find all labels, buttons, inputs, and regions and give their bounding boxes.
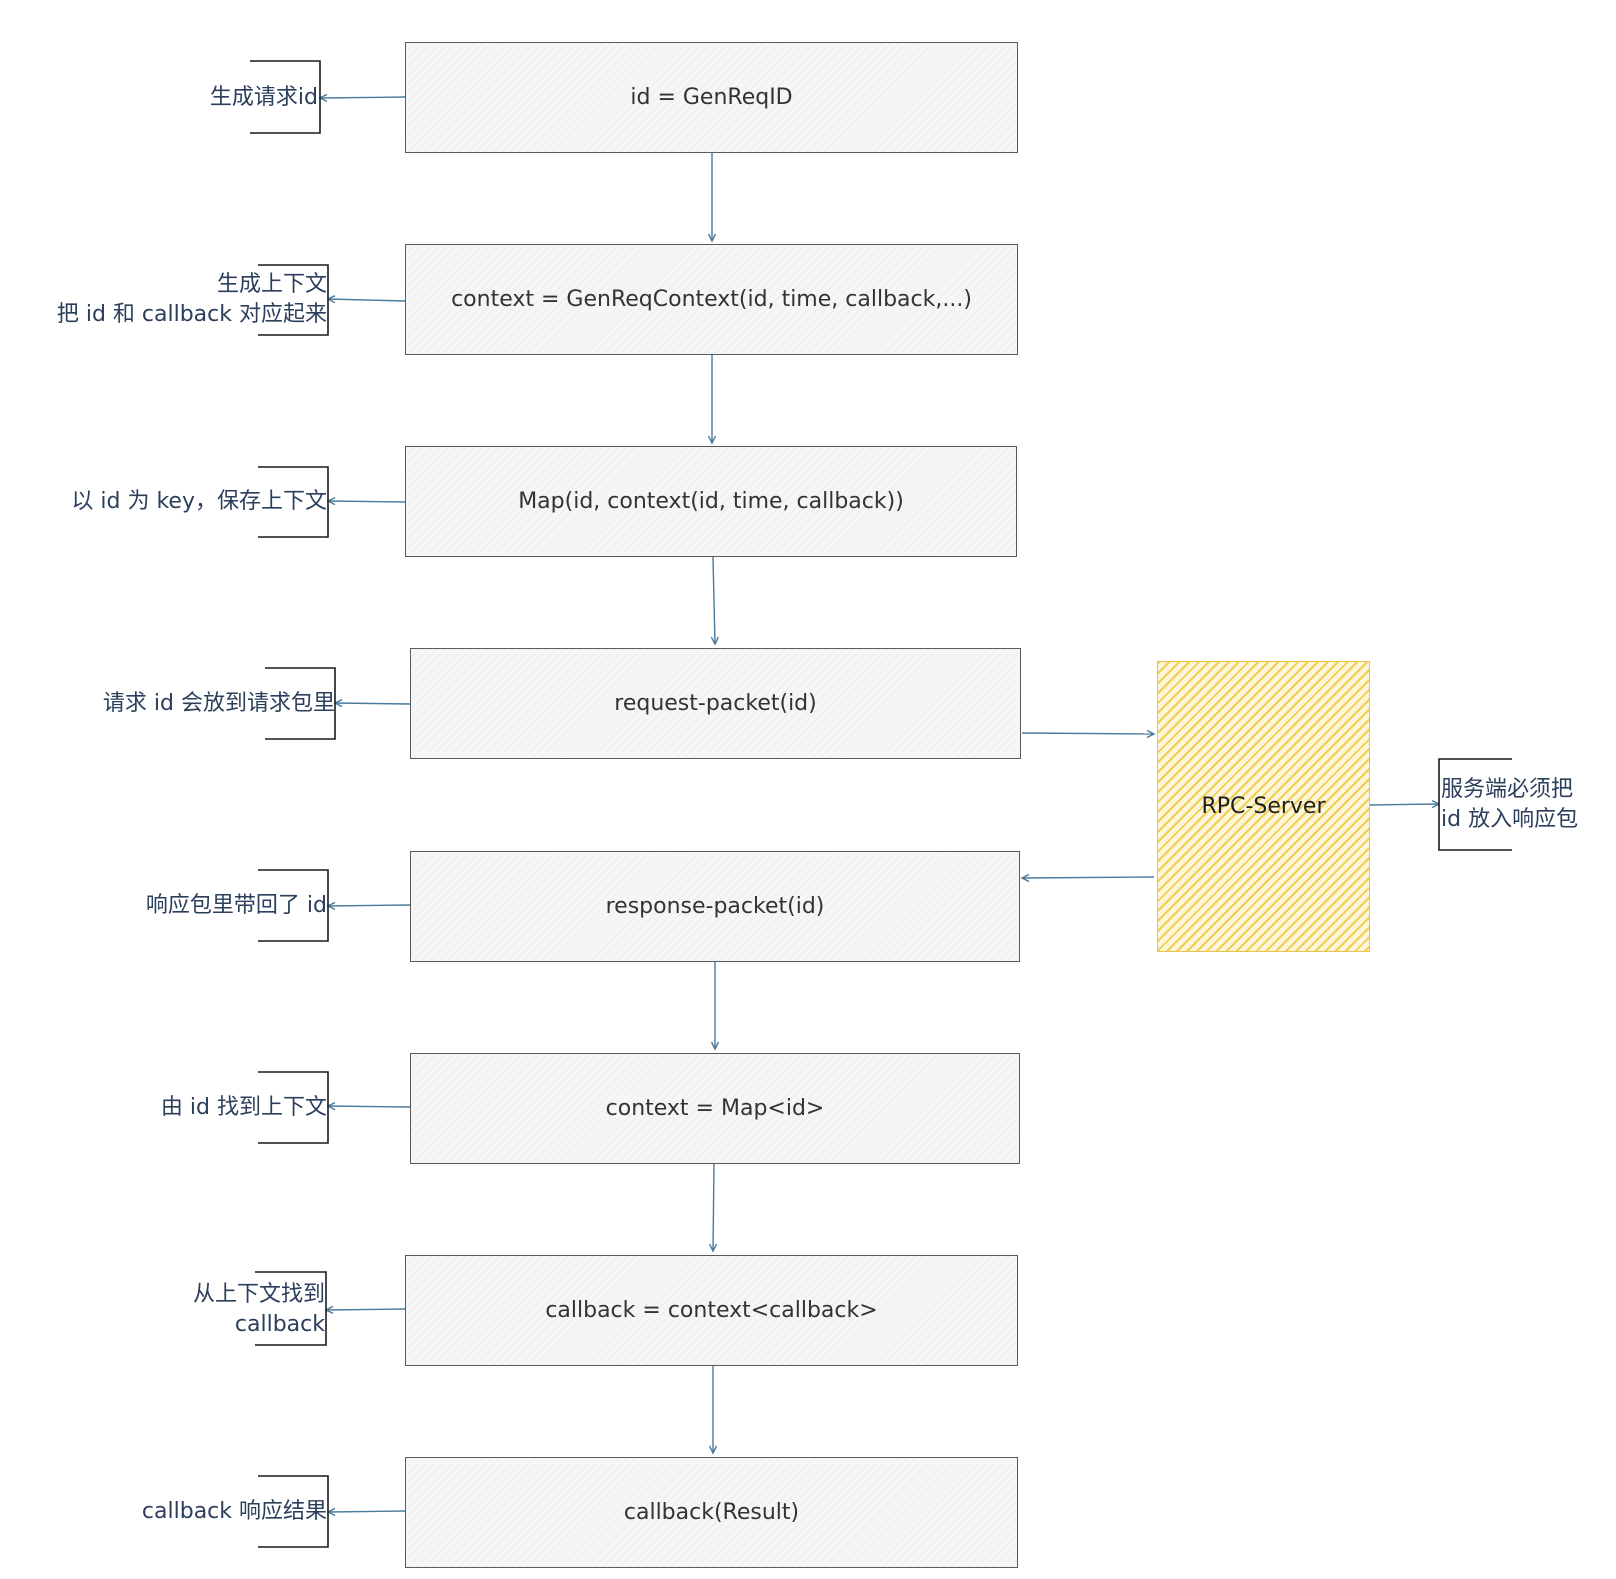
note-brackets <box>250 60 1512 1548</box>
step-map-lookup: context = Map<id> <box>410 1053 1020 1164</box>
arrow-request-to-server <box>1021 729 1156 739</box>
arrow-step3-step4 <box>710 556 719 646</box>
step-request-packet: request-packet(id) <box>410 648 1021 759</box>
bracket-4 <box>265 667 336 740</box>
bracket-2 <box>258 264 329 336</box>
bracket-6 <box>258 1071 329 1144</box>
arrow-note-1 <box>318 93 406 103</box>
arrow-note-8 <box>326 1507 406 1517</box>
step-gen-req-context: context = GenReqContext(id, time, callba… <box>405 244 1018 355</box>
note-gen-req-id: 生成请求id <box>209 85 318 110</box>
bracket-3 <box>258 466 329 538</box>
arrow-note-7 <box>324 1305 406 1315</box>
step-label: response-packet(id) <box>605 894 825 919</box>
note-request-id: 请求 id 会放到请求包里 <box>102 691 335 716</box>
step-gen-req-id: id = GenReqID <box>405 42 1018 153</box>
step-callback-result: callback(Result) <box>405 1457 1018 1568</box>
bracket-7 <box>255 1271 327 1346</box>
arrow-note-4 <box>333 698 411 708</box>
step-label: callback = context<callback> <box>545 1298 878 1323</box>
note-find-context: 由 id 找到上下文 <box>160 1095 327 1120</box>
bracket-1 <box>250 60 321 134</box>
note-server: 服务端必须把 id 放入响应包 <box>1441 777 1579 832</box>
step-label: Map(id, context(id, time, callback)) <box>518 489 904 514</box>
step-map-store: Map(id, context(id, time, callback)) <box>405 446 1017 557</box>
note-save-context: 以 id 为 key，保存上下文 <box>71 489 327 514</box>
step-label: context = Map<id> <box>605 1096 825 1121</box>
step-label: request-packet(id) <box>614 691 817 716</box>
note-callback-result: callback 响应结果 <box>141 1499 327 1524</box>
note-find-callback: 从上下文找到 callback <box>192 1282 325 1337</box>
bracket-8 <box>258 1475 329 1548</box>
step-label: context = GenReqContext(id, time, callba… <box>451 287 972 312</box>
arrow-server-to-response <box>1020 873 1155 883</box>
step-label: callback(Result) <box>623 1500 800 1525</box>
arrow-note-5 <box>326 901 411 911</box>
rpc-server-box: RPC-Server <box>1157 661 1370 952</box>
arrow-note-2 <box>326 295 406 304</box>
note-gen-context: 生成上下文 把 id 和 callback 对应起来 <box>56 272 327 327</box>
arrow-server-to-note <box>1368 799 1441 809</box>
arrow-step6-step7 <box>708 1163 718 1253</box>
step-label: id = GenReqID <box>630 85 793 110</box>
arrow-note-3 <box>326 496 406 506</box>
arrow-note-6 <box>326 1101 411 1111</box>
bracket-5 <box>258 869 329 942</box>
bracket-server <box>1438 758 1512 851</box>
step-response-packet: response-packet(id) <box>410 851 1020 962</box>
server-label: RPC-Server <box>1201 794 1326 819</box>
step-get-callback: callback = context<callback> <box>405 1255 1018 1366</box>
note-response-id: 响应包里带回了 id <box>145 893 327 918</box>
